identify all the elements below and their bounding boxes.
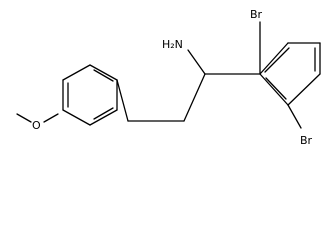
double-bond-inner: [93, 69, 114, 82]
bond: [16, 113, 32, 123]
molecule-diagram: O H₂N Br Br: [16, 8, 321, 147]
bond: [89, 64, 118, 81]
bond: [287, 104, 302, 129]
bond: [43, 113, 59, 123]
double-bond-inner: [265, 77, 287, 100]
methoxy-group: O: [16, 113, 59, 132]
amine-label: H₂N: [162, 38, 183, 51]
methoxyphenyl-ring: [62, 64, 118, 126]
bond: [259, 42, 289, 75]
double-bond-inner: [264, 47, 290, 73]
structure-canvas: O H₂N Br Br: [16, 8, 321, 147]
bond: [183, 73, 206, 122]
bond: [89, 109, 118, 126]
oxygen-label: O: [32, 119, 41, 132]
double-bond-inner: [93, 107, 114, 120]
bromine-bottom-label: Br: [300, 134, 313, 147]
bromine-top-label: Br: [250, 8, 263, 21]
bromine-substituents: Br Br: [250, 8, 313, 147]
bond: [259, 73, 289, 106]
dibromophenyl-ring: [204, 42, 321, 106]
bond: [116, 79, 129, 122]
ethyl-chain: H₂N: [116, 38, 206, 122]
bond: [187, 49, 206, 75]
bond: [62, 64, 91, 81]
bond: [62, 109, 91, 126]
bond: [287, 73, 321, 106]
